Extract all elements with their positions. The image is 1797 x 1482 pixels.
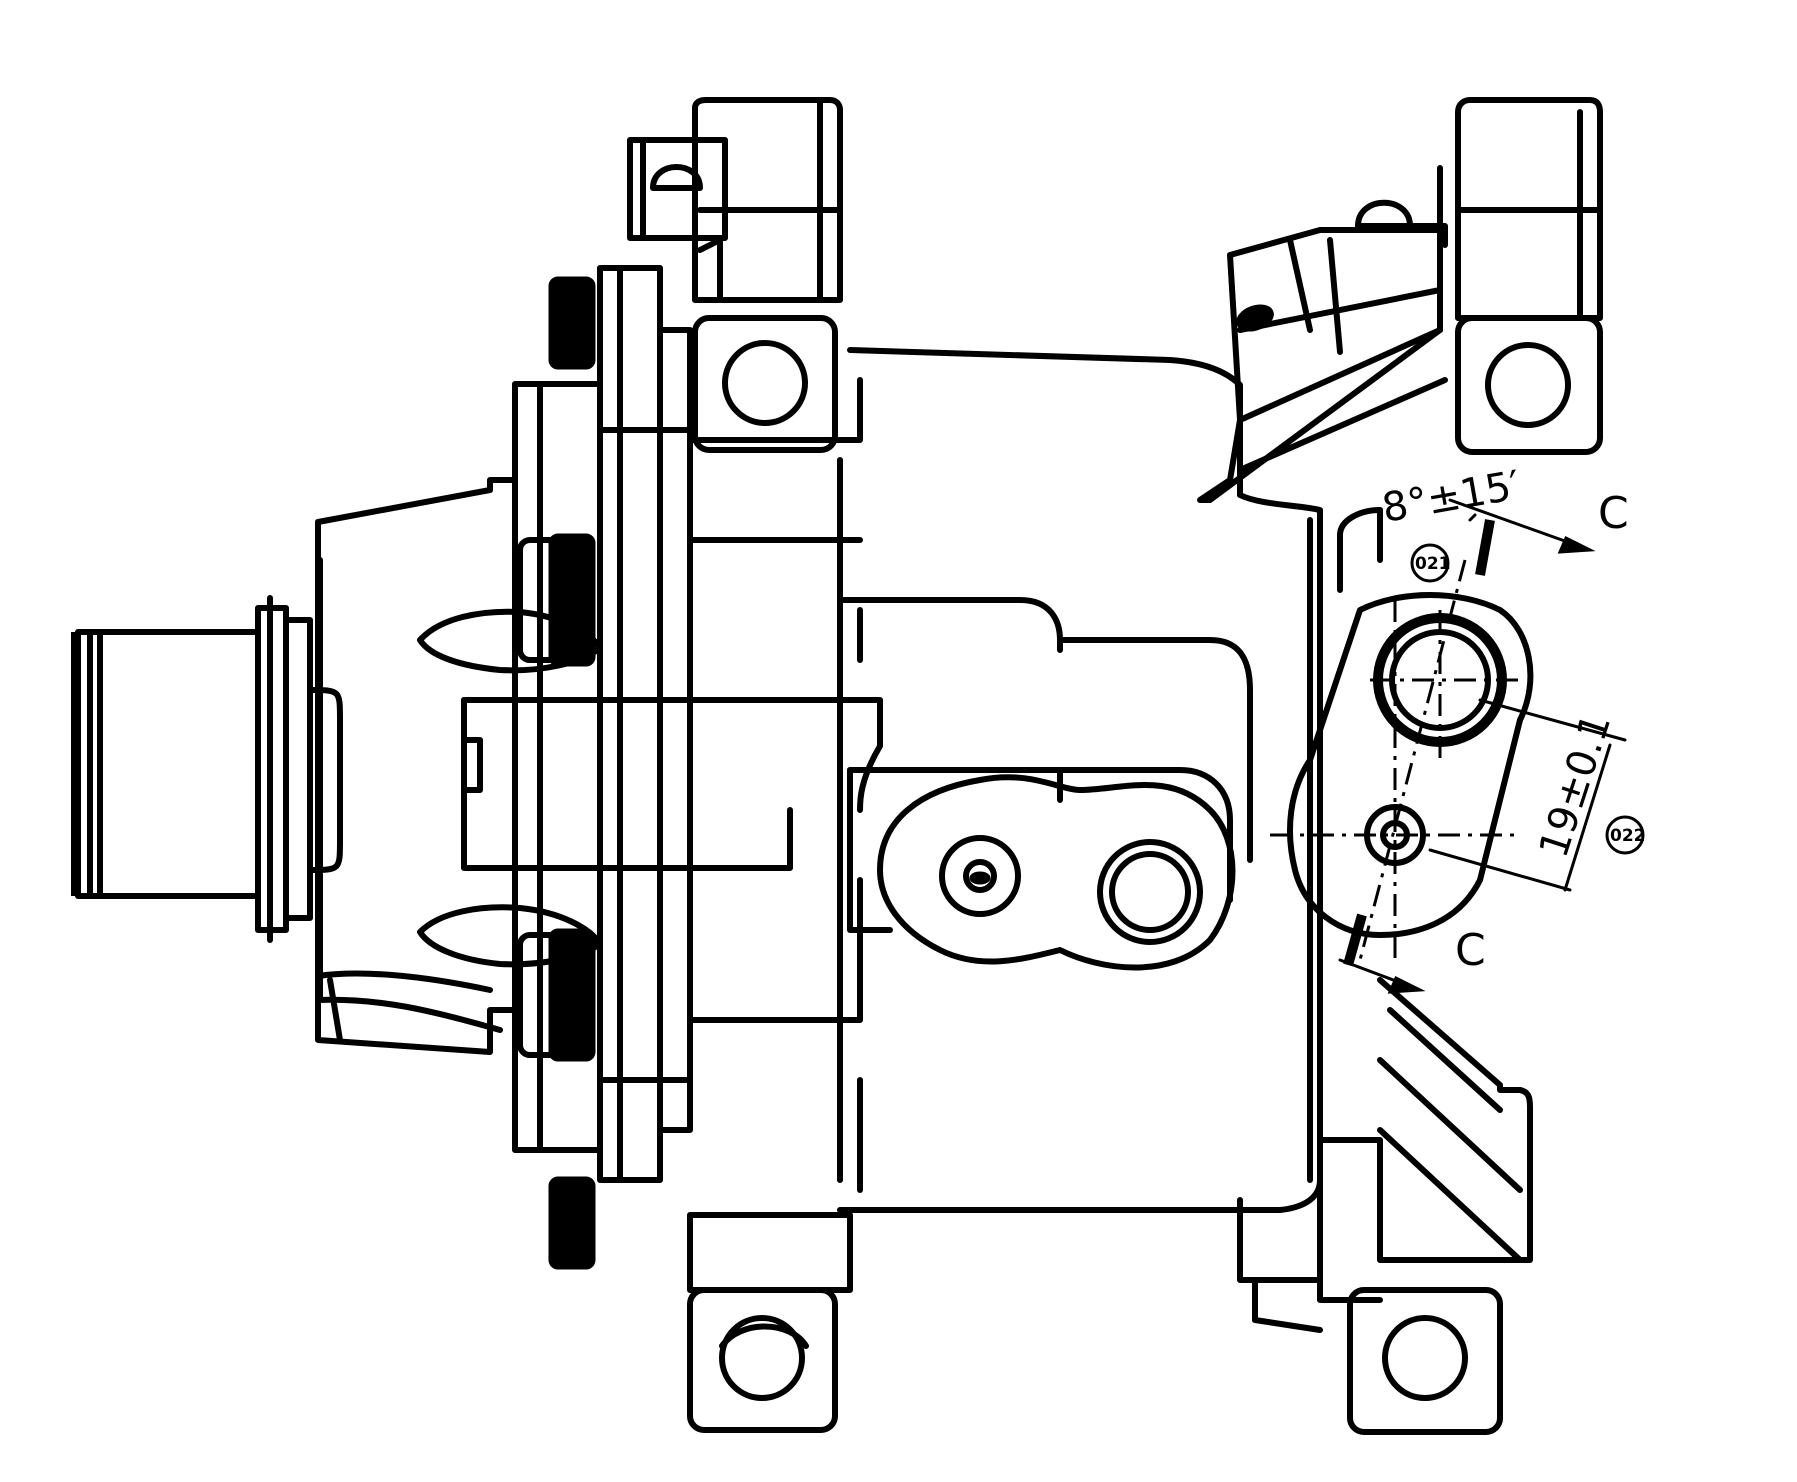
svg-text:022: 022 bbox=[1610, 826, 1646, 846]
lever-arm bbox=[461, 697, 1236, 971]
section-mark-bottom: C bbox=[1455, 925, 1486, 976]
flange-plates bbox=[512, 265, 693, 1270]
bottom-right-mounting-ear bbox=[1347, 1287, 1503, 1435]
centre-lines bbox=[1270, 559, 1520, 961]
top-left-mounting-ear bbox=[627, 97, 843, 453]
svg-text:021: 021 bbox=[1415, 554, 1451, 574]
tag-022: 022 bbox=[1605, 815, 1646, 855]
left-cylinder-boss bbox=[71, 595, 343, 943]
angle-dimension: 8°±15′ bbox=[1379, 462, 1524, 531]
tag-021: 021 bbox=[1410, 543, 1451, 583]
right-lower-bracket bbox=[1237, 977, 1533, 1333]
bottom-left-mounting-ear bbox=[687, 1212, 853, 1433]
dimension-lines bbox=[1338, 498, 1627, 994]
section-mark-top: C bbox=[1598, 488, 1629, 539]
pivot-lever bbox=[1287, 507, 1534, 938]
main-body bbox=[687, 347, 1323, 1213]
right-upper-bracket bbox=[1197, 227, 1448, 503]
